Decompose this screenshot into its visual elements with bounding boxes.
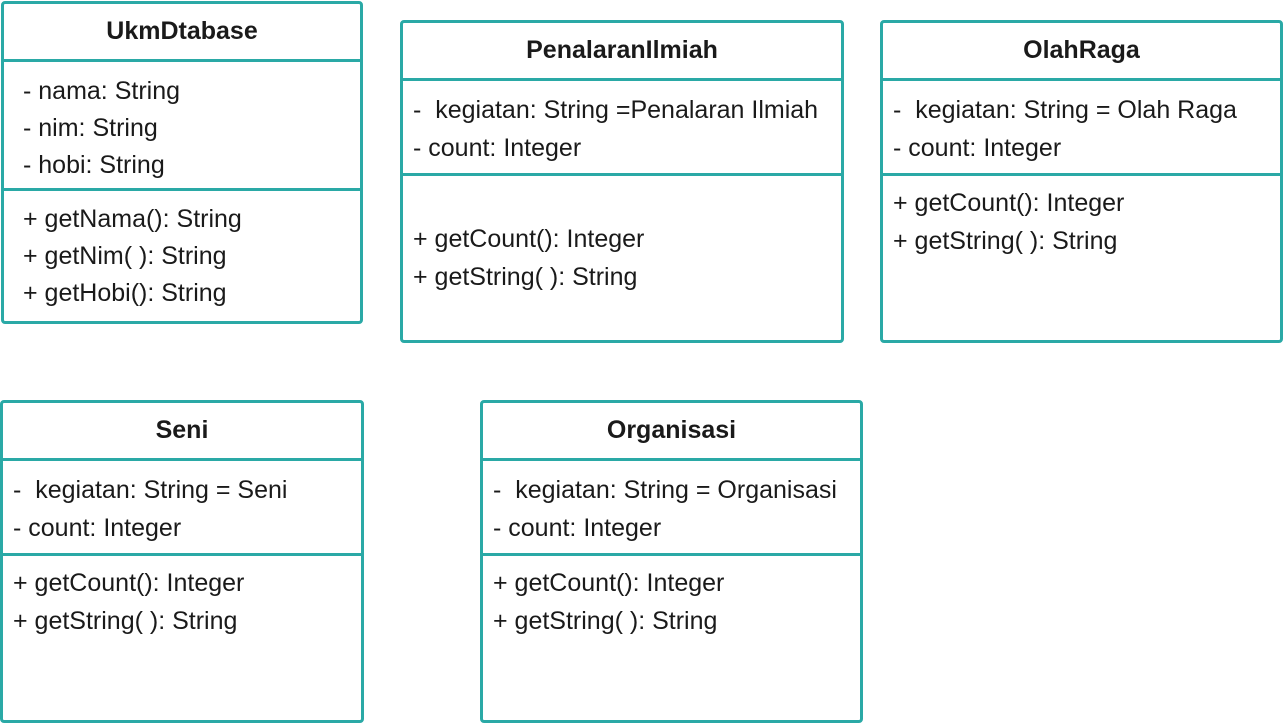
class-box-ukmdtabase: UkmDtabase - nama: String - nim: String … xyxy=(1,1,363,324)
class-name: Organisasi xyxy=(483,403,860,461)
attributes-section: - kegiatan: String =Penalaran Ilmiah - c… xyxy=(403,81,841,176)
class-name: PenalaranIlmiah xyxy=(403,23,841,81)
method: + getString( ): String xyxy=(493,607,718,635)
attribute: - kegiatan: String = Organisasi xyxy=(493,476,837,504)
class-box-olahraga: OlahRaga - kegiatan: String = Olah Raga … xyxy=(880,20,1283,343)
method: + getString( ): String xyxy=(893,227,1118,255)
methods-section: + getCount(): Integer + getString( ): St… xyxy=(883,176,1280,260)
attribute: - count: Integer xyxy=(893,134,1062,162)
class-name: Seni xyxy=(3,403,361,461)
attribute: - nama: String xyxy=(23,77,181,105)
attribute: - kegiatan: String =Penalaran Ilmiah xyxy=(413,96,819,124)
method: + getCount(): Integer xyxy=(893,189,1125,217)
attribute: - count: Integer xyxy=(493,514,662,542)
method: + getCount(): Integer xyxy=(493,569,725,597)
method: + getHobi(): String xyxy=(23,279,227,307)
attribute: - kegiatan: String = Seni xyxy=(13,476,288,504)
attributes-section: - kegiatan: String = Organisasi - count:… xyxy=(483,461,860,556)
attribute: - nim: String xyxy=(23,114,158,142)
method: + getCount(): Integer xyxy=(13,569,245,597)
methods-section: + getCount(): Integer + getString( ): St… xyxy=(403,176,841,296)
method: + getNim( ): String xyxy=(23,242,227,270)
class-name: OlahRaga xyxy=(883,23,1280,81)
methods-section: + getNama(): String + getNim( ): String … xyxy=(4,191,360,312)
attributes-section: - nama: String - nim: String - hobi: Str… xyxy=(4,62,360,191)
methods-section: + getCount(): Integer + getString( ): St… xyxy=(3,556,361,640)
attribute: - kegiatan: String = Olah Raga xyxy=(893,96,1237,124)
methods-section: + getCount(): Integer + getString( ): St… xyxy=(483,556,860,640)
attribute: - count: Integer xyxy=(13,514,182,542)
attribute: - hobi: String xyxy=(23,151,165,179)
class-name: UkmDtabase xyxy=(4,4,360,62)
class-box-seni: Seni - kegiatan: String = Seni - count: … xyxy=(0,400,364,723)
attribute: - count: Integer xyxy=(413,134,582,162)
method: + getString( ): String xyxy=(13,607,238,635)
attributes-section: - kegiatan: String = Olah Raga - count: … xyxy=(883,81,1280,176)
attributes-section: - kegiatan: String = Seni - count: Integ… xyxy=(3,461,361,556)
method: + getCount(): Integer xyxy=(413,225,645,253)
class-box-organisasi: Organisasi - kegiatan: String = Organisa… xyxy=(480,400,863,723)
class-box-penalaranilmiah: PenalaranIlmiah - kegiatan: String =Pena… xyxy=(400,20,844,343)
method: + getString( ): String xyxy=(413,263,638,291)
method: + getNama(): String xyxy=(23,205,242,233)
